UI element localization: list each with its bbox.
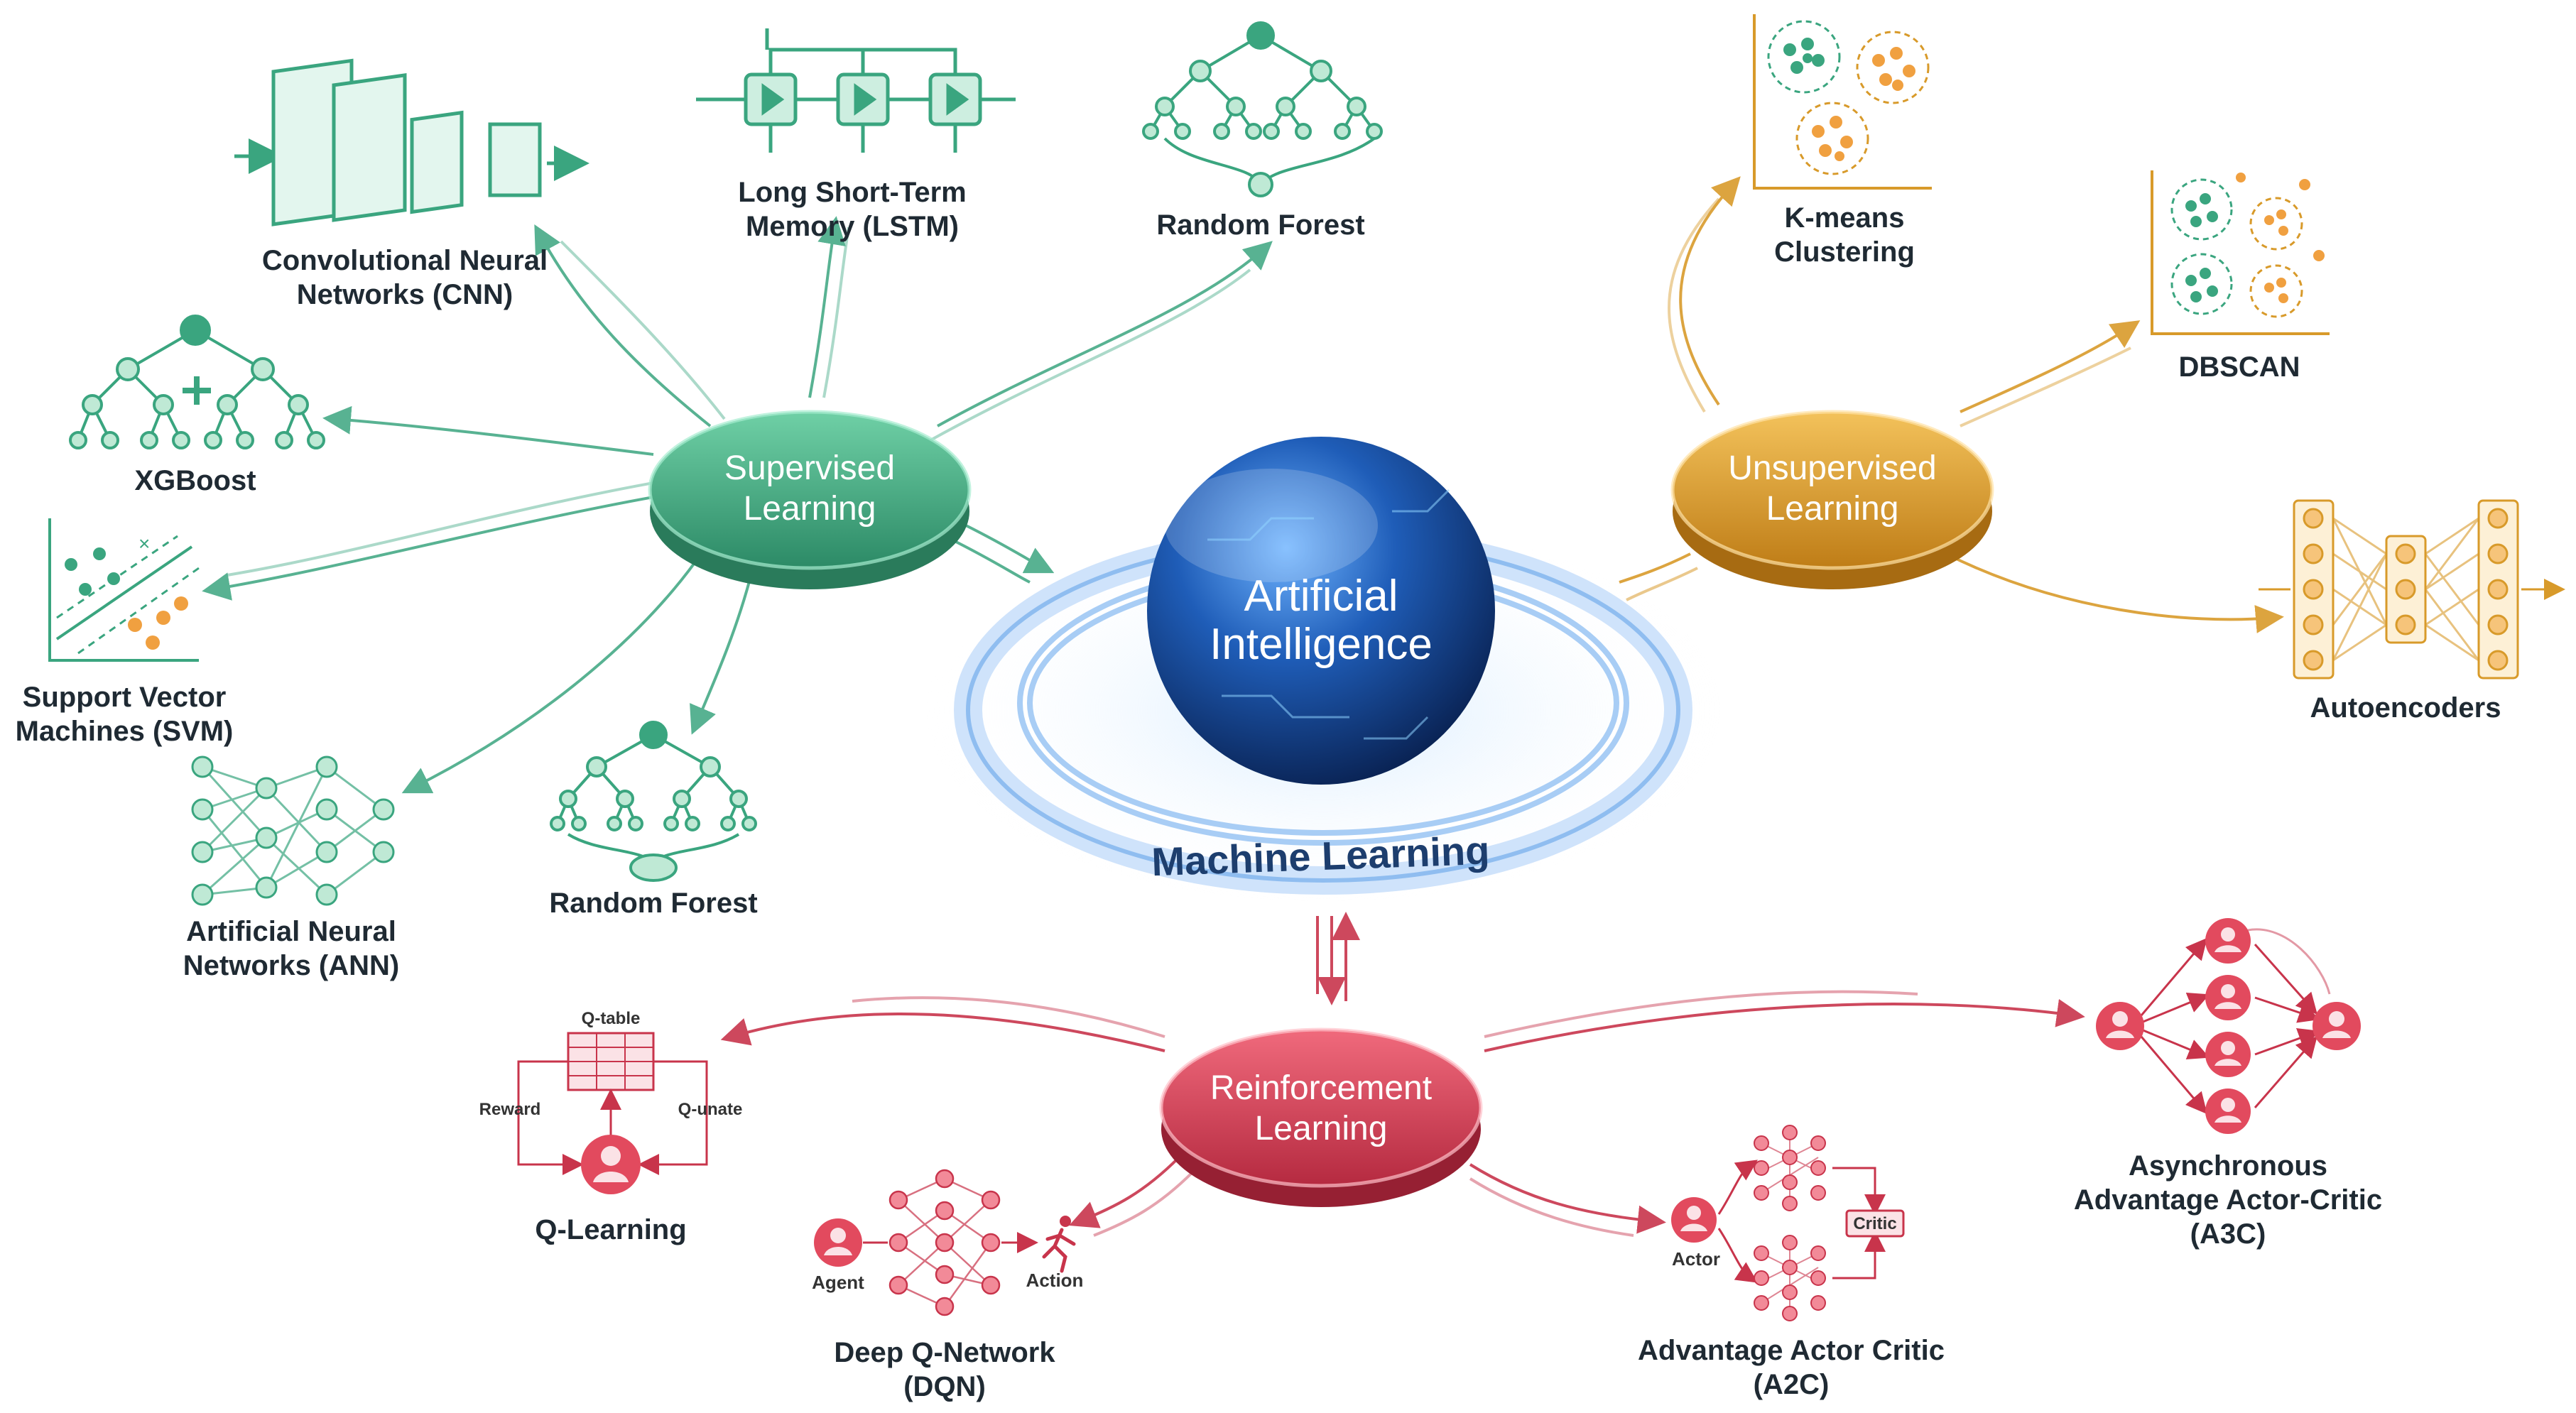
supervised-connectors	[202, 216, 1273, 794]
dqn-icon: Agent Action	[812, 1169, 1084, 1316]
q-table-label: Q-table	[582, 1009, 641, 1028]
reinforcement-hub-line2: Learning	[1255, 1110, 1388, 1147]
lstm-icon	[696, 28, 1016, 153]
autoencoder-icon	[2259, 499, 2565, 680]
a3c-worker-icons	[2096, 918, 2361, 1134]
q-learning-icon: Q-table Reward Q-unate	[479, 1009, 743, 1194]
dbscan-icon	[2151, 170, 2330, 335]
a3c-label-line1: Asynchronous	[2129, 1150, 2327, 1182]
svg-text:×: ×	[138, 533, 150, 555]
supervised-hub[interactable]: Supervised Learning	[648, 410, 972, 589]
random-forest-top-label: Random Forest	[1156, 209, 1364, 241]
dqn-node[interactable]: Agent Action Deep Q-N	[812, 1169, 1084, 1402]
reinforcement-hub-line1: Reinforcement	[1210, 1069, 1432, 1107]
xgboost-icon	[69, 315, 325, 449]
critic-label: Critic	[1853, 1214, 1896, 1233]
autoencoders-label: Autoencoders	[2310, 692, 2501, 724]
action-label: Action	[1026, 1270, 1084, 1291]
q-learning-node[interactable]: Q-table Reward Q-unate Q-Learning	[479, 1009, 743, 1245]
ann-label-line1: Artificial Neural	[186, 916, 396, 947]
running-person-icon	[1042, 1216, 1076, 1273]
q-update-label: Q-unate	[678, 1100, 743, 1119]
a3c-label-line2: Advantage Actor-Critic	[2074, 1184, 2382, 1216]
svm-label-line1: Support Vector	[23, 682, 227, 713]
actor-label: Actor	[1672, 1248, 1720, 1270]
ai-title-line2: Intelligence	[1210, 620, 1433, 669]
svm-node[interactable]: × Support Vector Machines (SVM)	[16, 518, 234, 747]
xgboost-node[interactable]: XGBoost	[69, 315, 325, 496]
unsupervised-hub[interactable]: Unsupervised Learning	[1670, 410, 1994, 589]
kmeans-label-line2: Clustering	[1774, 236, 1915, 268]
agent-label: Agent	[812, 1272, 864, 1293]
random-forest-bottom-node[interactable]: Random Forest	[549, 721, 758, 919]
random-forest-top-node[interactable]: Random Forest	[1142, 21, 1383, 241]
dbscan-node[interactable]: DBSCAN	[2151, 170, 2330, 383]
a2c-icon: Actor Critic	[1671, 1125, 1905, 1321]
ann-node[interactable]: Artificial Neural Networks (ANN)	[183, 755, 399, 981]
svm-label-line2: Machines (SVM)	[16, 716, 234, 747]
supervised-hub-line1: Supervised	[724, 449, 895, 487]
dqn-label-line2: (DQN)	[903, 1371, 986, 1402]
cnn-icon	[234, 58, 589, 227]
unsupervised-hub-line2: Learning	[1766, 490, 1899, 528]
ai-sphere: Artificial Intelligence	[1147, 437, 1495, 785]
kmeans-icon	[1753, 14, 1932, 190]
autoencoders-node[interactable]: Autoencoders	[2259, 499, 2565, 724]
cnn-node[interactable]: Convolutional Neural Networks (CNN)	[234, 58, 589, 310]
reward-label: Reward	[479, 1100, 541, 1119]
cnn-label-line2: Networks (CNN)	[297, 279, 513, 310]
ai-title-line1: Artificial	[1244, 572, 1398, 621]
a2c-label-line2: (A2C)	[1754, 1369, 1830, 1400]
unsupervised-hub-line1: Unsupervised	[1728, 449, 1936, 487]
xgboost-label: XGBoost	[134, 465, 256, 496]
random-forest-icon	[550, 721, 757, 882]
dbscan-label: DBSCAN	[2178, 351, 2300, 383]
reinforcement-hub[interactable]: Reinforcement Learning	[1159, 1027, 1483, 1207]
supervised-hub-line2: Learning	[744, 490, 876, 528]
unsupervised-connectors	[1619, 176, 2284, 633]
cnn-label-line1: Convolutional Neural	[262, 245, 548, 276]
random-forest-bottom-label: Random Forest	[549, 888, 757, 919]
a3c-icon	[2096, 918, 2361, 1134]
reinforcement-connectors	[720, 912, 2085, 1237]
ann-label-line2: Networks (ANN)	[183, 950, 399, 981]
kmeans-node[interactable]: K-means Clustering	[1753, 14, 1932, 268]
q-learning-label: Q-Learning	[535, 1214, 686, 1245]
lstm-label-line2: Memory (LSTM)	[746, 211, 959, 242]
neural-network-icon	[191, 755, 395, 906]
a3c-label-line3: (A3C)	[2190, 1218, 2266, 1250]
a3c-node[interactable]: Asynchronous Advantage Actor-Critic (A3C…	[2074, 918, 2382, 1250]
random-forest-icon	[1142, 21, 1383, 197]
svm-icon: ×	[48, 518, 200, 662]
lstm-label-line1: Long Short-Term	[738, 177, 966, 208]
kmeans-label-line1: K-means	[1785, 202, 1905, 234]
a2c-label-line1: Advantage Actor Critic	[1638, 1335, 1945, 1366]
a2c-node[interactable]: Actor Critic Advantage Actor Critic (A2C…	[1638, 1125, 1945, 1400]
dqn-label-line1: Deep Q-Network	[834, 1337, 1055, 1368]
lstm-node[interactable]: Long Short-Term Memory (LSTM)	[696, 28, 1016, 242]
